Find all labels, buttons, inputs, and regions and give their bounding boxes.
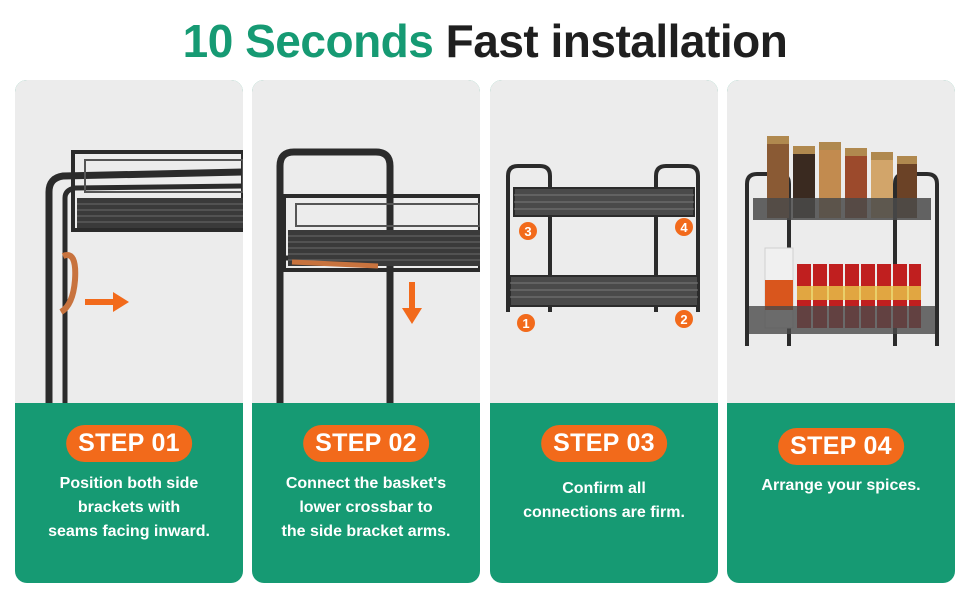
marker-1 [517, 314, 535, 332]
svg-text:2: 2 [680, 312, 687, 327]
step-description: Arrange your spices. [761, 477, 921, 494]
arrow-down-icon [402, 282, 422, 324]
step-badge: STEP 03 [541, 425, 667, 462]
marker-4 [675, 218, 693, 236]
step-badge: STEP 01 [66, 425, 192, 462]
step-description: Confirm all connections are firm. [523, 480, 685, 521]
rack-bracket-illustration [45, 150, 243, 403]
svg-text:3: 3 [524, 224, 531, 239]
rack-crossbar-illustration [276, 148, 480, 403]
step-description: Connect the basket's lower crossbar to t… [281, 475, 451, 540]
step-badge: STEP 04 [778, 428, 904, 465]
filled-spice-rack-illustration [745, 136, 939, 346]
step-card-2: STEP 02 Connect the basket's lower cross… [252, 80, 480, 583]
svg-text:1: 1 [522, 316, 529, 331]
title-rest: Fast installation [445, 15, 788, 67]
step-3-photo: 1 2 3 4 [490, 80, 718, 403]
two-tier-rack-illustration: 1 2 3 4 [506, 164, 700, 332]
step-1-photo [15, 80, 243, 403]
svg-text:4: 4 [680, 220, 688, 235]
step-card-3: 1 2 3 4 STEP 03 Confirm all connections … [490, 80, 718, 583]
arrow-right-icon [85, 292, 129, 312]
step-badge: STEP 02 [303, 425, 429, 462]
step-description: Position both side brackets with seams f… [48, 475, 210, 540]
marker-2 [675, 310, 693, 328]
marker-3 [519, 222, 537, 240]
step-card-1: STEP 01 Position both side brackets with… [15, 80, 243, 583]
title-highlight: 10 Seconds [182, 15, 434, 67]
page-title: 10 Seconds Fast installation [0, 14, 970, 68]
step-2-photo [252, 80, 480, 403]
step-4-photo [727, 80, 955, 403]
step-card-4: STEP 04 Arrange your spices. [727, 80, 955, 583]
